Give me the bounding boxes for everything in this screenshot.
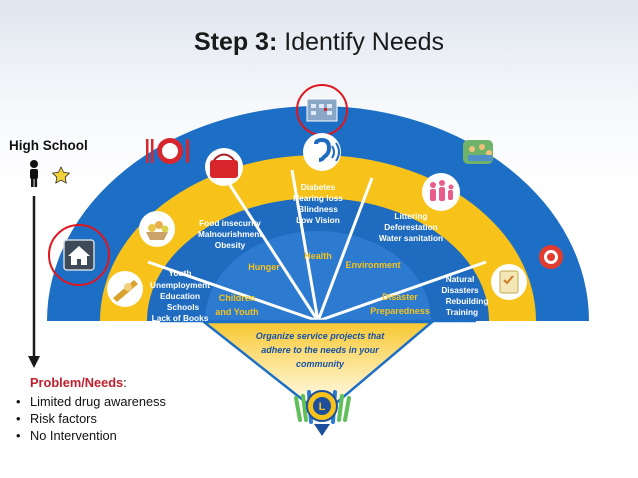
food-label-3: Obesity bbox=[215, 240, 246, 250]
problem-needs-panel: Problem/Needs: •Limited drug awareness •… bbox=[16, 374, 166, 444]
list-item: •No Intervention bbox=[16, 428, 117, 443]
sector-environment: Environment bbox=[345, 260, 400, 270]
sector-disaster-2: Preparedness bbox=[370, 306, 430, 316]
medical-kit-icon bbox=[205, 148, 243, 186]
star-icon bbox=[51, 166, 71, 184]
award-icon bbox=[539, 245, 563, 269]
hearing-icon bbox=[303, 133, 341, 171]
fruit-basket-icon bbox=[139, 211, 175, 247]
problem-item-3: No Intervention bbox=[30, 428, 117, 443]
map-icon bbox=[107, 271, 143, 307]
food-plate-icon bbox=[146, 138, 189, 164]
food-label-2: Malnourishment bbox=[198, 229, 262, 239]
high-school-label: High School bbox=[9, 138, 88, 153]
list-item: •Risk factors bbox=[16, 411, 97, 426]
timeline-arrow bbox=[28, 196, 40, 368]
food-label-1: Food insecurity bbox=[199, 218, 261, 228]
school-icon bbox=[48, 224, 110, 286]
natural-label-3: Rebuilding bbox=[446, 296, 489, 306]
funnel-text-1: Organize service projects that bbox=[256, 331, 386, 341]
diabetes-label-1: Diabetes bbox=[301, 182, 336, 192]
funnel-text-2: adhere to the needs in your bbox=[261, 345, 379, 355]
youth-label-5: Lack of Books bbox=[152, 313, 209, 323]
natural-label-2: Disasters bbox=[441, 285, 479, 295]
family-icon bbox=[422, 173, 460, 211]
natural-label-1: Natural bbox=[446, 274, 475, 284]
list-item: •Limited drug awareness bbox=[16, 394, 166, 409]
funnel-text-3: community bbox=[296, 359, 345, 369]
problem-item-2: Risk factors bbox=[30, 411, 97, 426]
volunteers-icon bbox=[463, 140, 493, 164]
title-rest: Identify Needs bbox=[277, 28, 445, 56]
diabetes-label-2: Hearing loss bbox=[293, 193, 343, 203]
sector-disaster-1: Disaster bbox=[382, 292, 418, 302]
youth-label-4: Schools bbox=[167, 302, 200, 312]
lions-logo-icon: L bbox=[294, 390, 351, 436]
sector-health: Health bbox=[304, 251, 332, 261]
person-icon bbox=[30, 160, 38, 187]
sector-children-2: and Youth bbox=[215, 307, 258, 317]
problem-heading-colon: : bbox=[123, 375, 127, 390]
natural-label-4: Training bbox=[446, 307, 478, 317]
youth-label-2: Unemployment bbox=[150, 280, 210, 290]
diabetes-label-4: Low Vision bbox=[296, 215, 340, 225]
checklist-icon bbox=[491, 264, 527, 300]
diabetes-label-3: Blindness bbox=[298, 204, 338, 214]
littering-label-1: Littering bbox=[394, 211, 427, 221]
sector-hunger: Hunger bbox=[248, 262, 280, 272]
problem-heading: Problem/Needs bbox=[30, 375, 124, 390]
title-bold: Step 3: bbox=[193, 28, 278, 56]
youth-label-3: Education bbox=[160, 291, 200, 301]
problem-item-1: Limited drug awareness bbox=[30, 394, 166, 409]
page-title: Step 3: Identify Needs bbox=[0, 28, 638, 57]
svg-text:L: L bbox=[319, 401, 326, 413]
littering-label-3: Water sanitation bbox=[379, 233, 443, 243]
problem-list: •Limited drug awareness •Risk factors •N… bbox=[16, 393, 166, 444]
sector-children-1: Children bbox=[219, 293, 256, 303]
sector-dividers bbox=[147, 169, 487, 323]
inner-core bbox=[205, 231, 431, 321]
youth-label-1: Youth bbox=[169, 268, 192, 278]
littering-label-2: Deforestation bbox=[384, 222, 437, 232]
